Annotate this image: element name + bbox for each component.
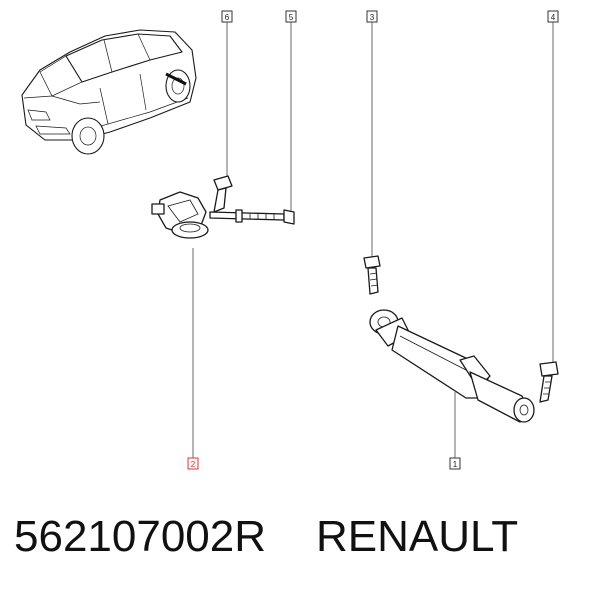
part-number: 562107002R [14,512,267,561]
callout-1: 1 [449,457,461,470]
callout-4-label: 4 [551,13,556,22]
callout-5-label: 5 [289,13,294,22]
callout-2-label: 2 [191,460,196,469]
callout-4: 4 [547,10,559,23]
car-thumbnail [21,29,197,155]
shock-absorber-assembly [363,255,559,423]
callout-6: 6 [221,10,233,23]
brand-name: RENAULT [316,512,519,561]
callout-5: 5 [285,10,297,23]
upper-mount-assembly [151,175,295,239]
part-caption: 562107002R RENAULT [14,512,518,562]
callout-3-label: 3 [370,13,375,22]
callout-2: 2 [187,457,199,470]
callout-3: 3 [366,10,378,23]
callout-1-label: 1 [453,460,458,469]
callout-6-label: 6 [225,13,230,22]
